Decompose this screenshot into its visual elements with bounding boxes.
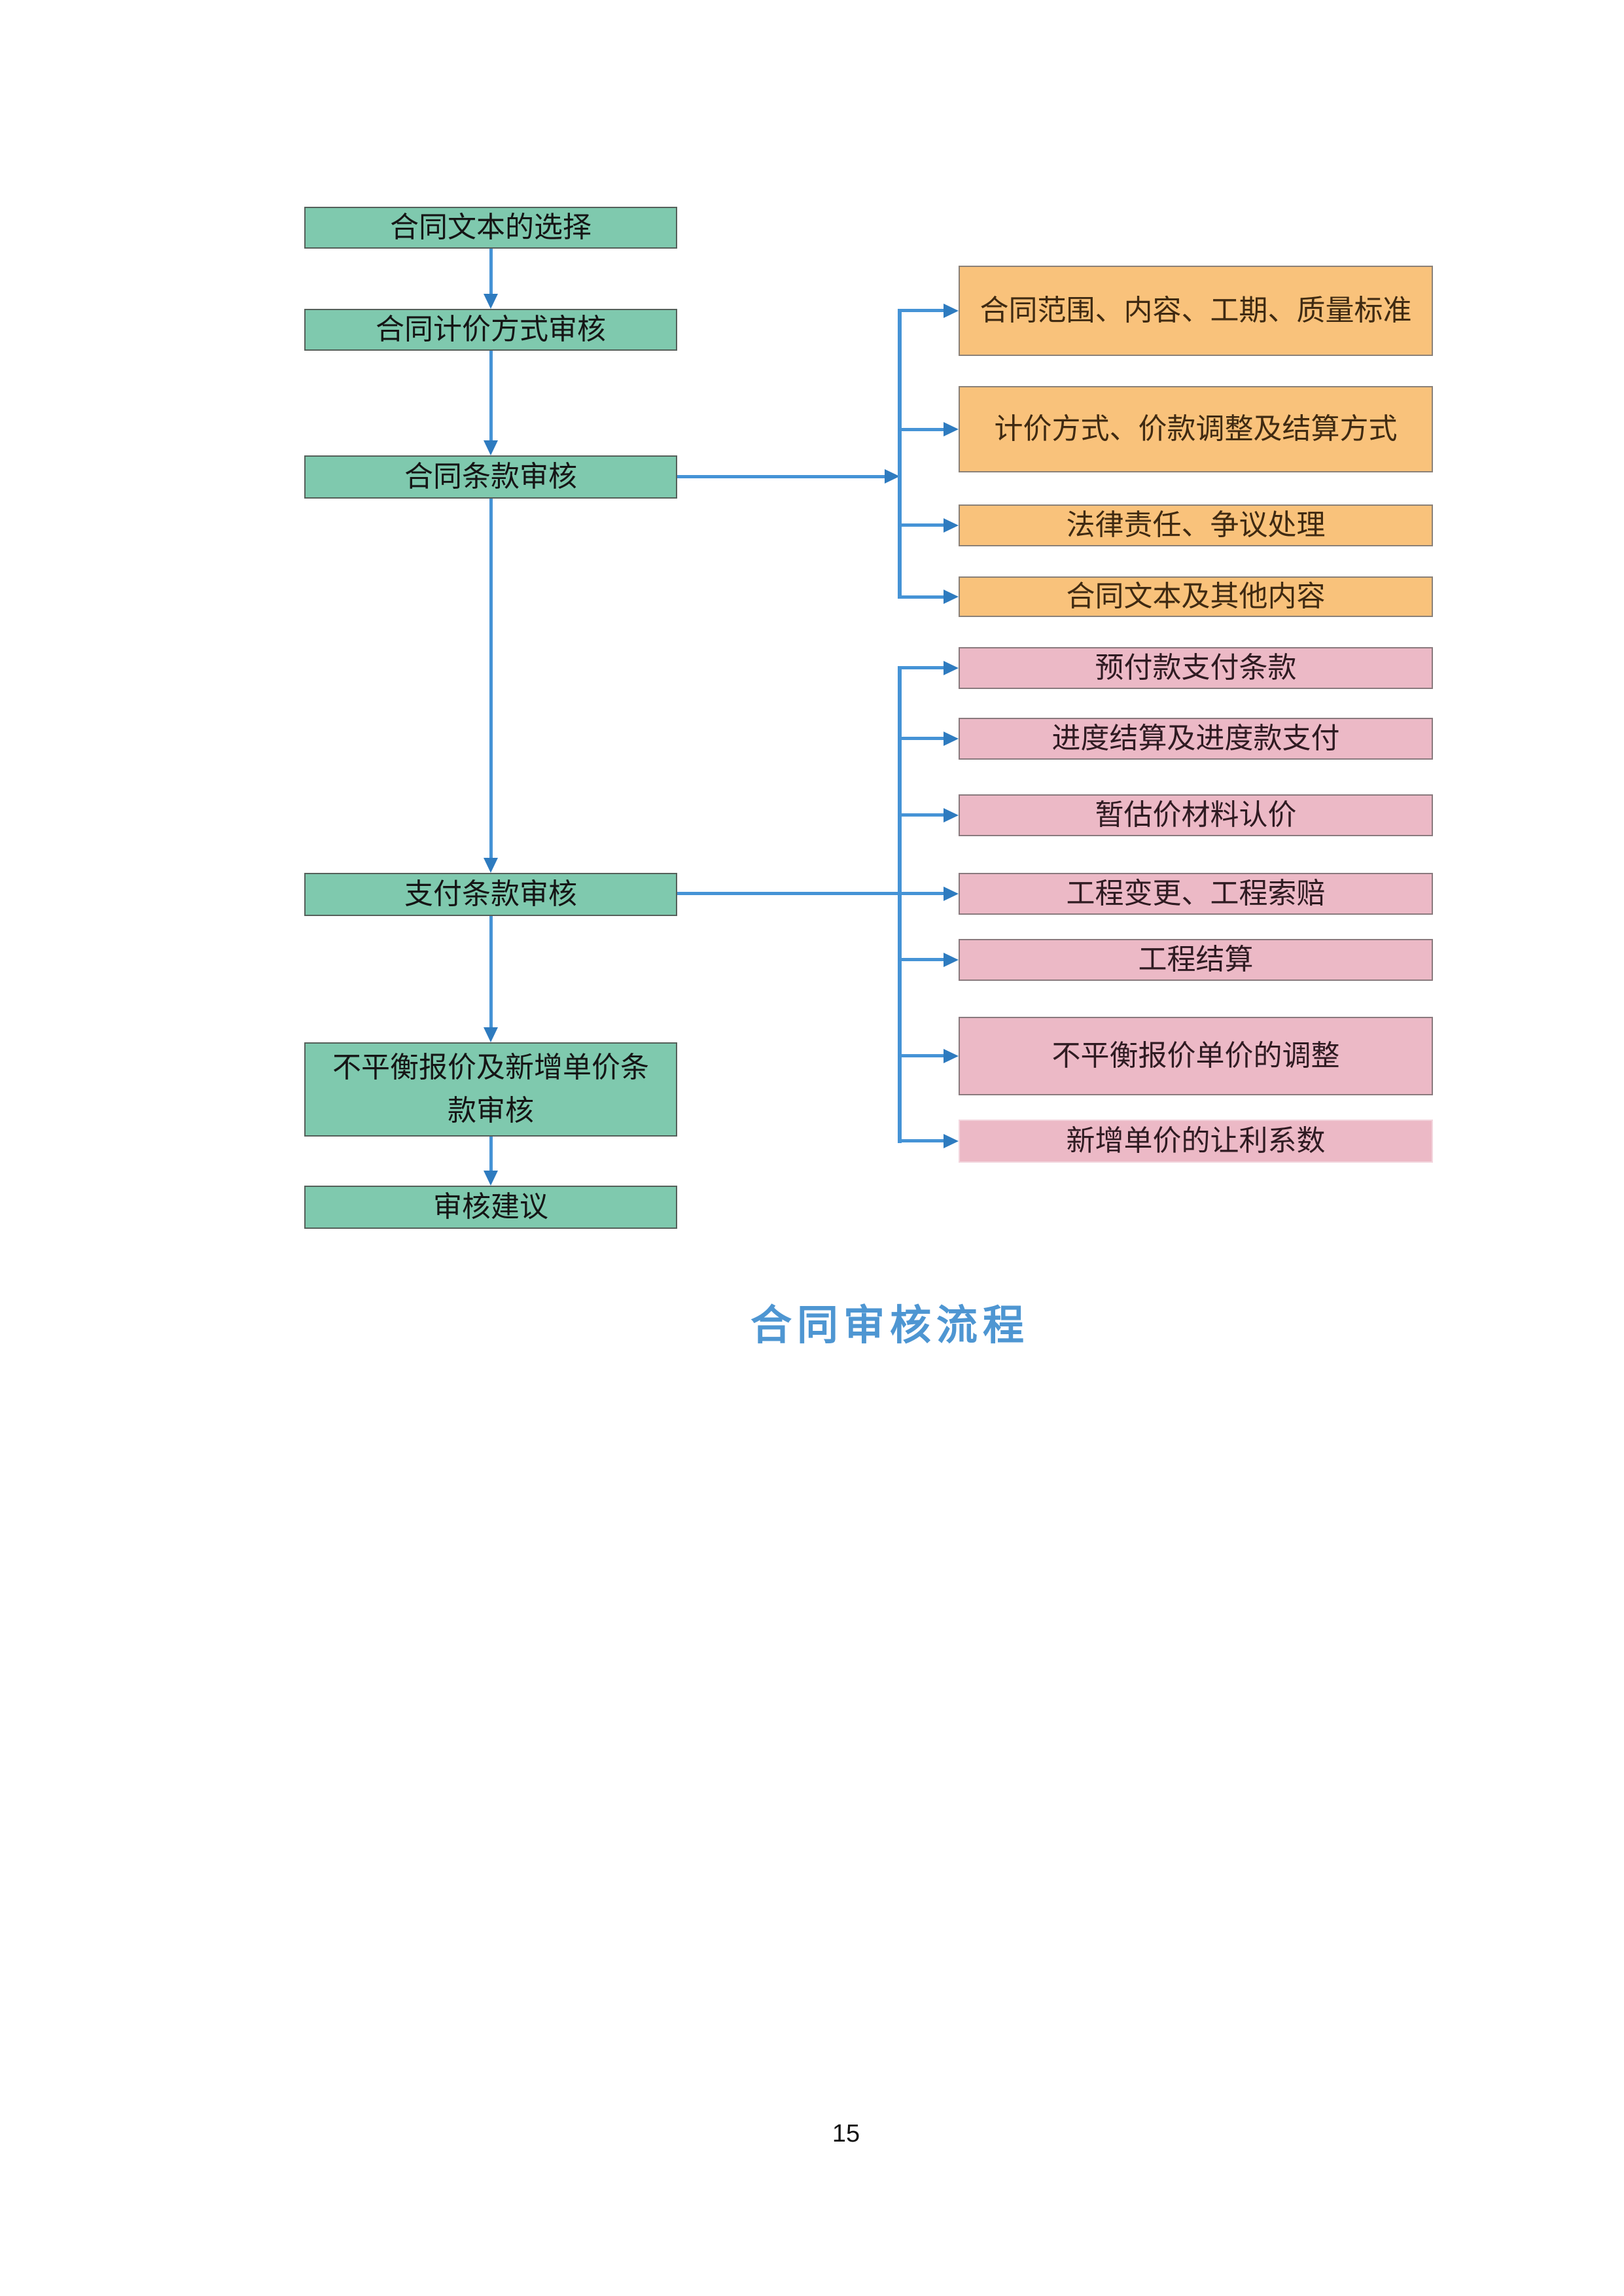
connector-line-down-5	[489, 1137, 493, 1172]
arrow-right-icon	[944, 732, 959, 746]
branch-line-payment-2	[902, 737, 945, 740]
branch-line-payment-3	[902, 813, 945, 817]
payment-item-provisional-material-pricing: 暂估价材料认价	[959, 794, 1433, 836]
arrow-right-icon	[944, 1134, 959, 1148]
branch-line-payment-5	[902, 958, 945, 961]
clause-item-label: 合同范围、内容、工期、质量标准	[980, 294, 1412, 327]
arrow-right-icon	[944, 661, 959, 675]
payment-item-change-claim: 工程变更、工程索赔	[959, 873, 1433, 915]
flow-step-label: 审核建议	[433, 1191, 548, 1223]
clause-item-scope-content-duration-quality: 合同范围、内容、工期、质量标准	[959, 266, 1433, 356]
flow-step-review-suggestion: 审核建议	[304, 1186, 677, 1229]
flow-step-label: 合同条款审核	[404, 461, 577, 493]
arrow-right-icon	[944, 808, 959, 822]
arrow-right-icon	[885, 469, 900, 484]
flowchart-title: 合同审核流程	[750, 1303, 1029, 1349]
clause-item-label: 合同文本及其他内容	[1066, 580, 1326, 612]
payment-item-new-unit-price-coefficient: 新增单价的让利系数	[959, 1120, 1433, 1163]
branch-line-payment-7	[902, 1139, 945, 1142]
arrow-down-icon	[484, 294, 498, 309]
arrow-down-icon	[484, 1027, 498, 1042]
payment-item-label: 暂估价材料认价	[1095, 799, 1297, 831]
branch-line-contract-1	[902, 309, 945, 312]
payment-item-label: 预付款支付条款	[1095, 652, 1297, 684]
flow-step-label: 合同计价方式审核	[376, 313, 606, 345]
branch-line-contract-4	[902, 595, 945, 599]
clause-item-pricing-adjust-settlement: 计价方式、价款调整及结算方式	[959, 386, 1433, 472]
feed-line-payment-clauses	[677, 892, 944, 895]
arrow-right-icon	[944, 953, 959, 967]
arrow-right-icon	[944, 304, 959, 318]
flow-step-unbalanced-bid-review: 不平衡报价及新增单价条款审核	[304, 1042, 677, 1137]
feed-line-contract-clauses	[677, 475, 887, 478]
arrow-right-icon	[944, 590, 959, 604]
arrow-right-icon	[944, 1049, 959, 1063]
payment-item-label: 工程结算	[1138, 944, 1254, 976]
page-number: 15	[832, 2120, 860, 2147]
connector-line-down-2	[489, 351, 493, 442]
connector-line-down-3	[489, 499, 493, 859]
trunk-line-contract-clauses	[898, 309, 902, 599]
payment-item-unbalanced-price-adjustment: 不平衡报价单价的调整	[959, 1017, 1433, 1095]
arrow-right-icon	[944, 422, 959, 436]
clause-item-legal-liability-dispute: 法律责任、争议处理	[959, 504, 1433, 546]
payment-item-label: 工程变更、工程索赔	[1066, 877, 1326, 910]
payment-item-label: 新增单价的让利系数	[1066, 1125, 1326, 1157]
payment-item-advance-payment-terms: 预付款支付条款	[959, 647, 1433, 689]
flow-step-label: 合同文本的选择	[390, 211, 591, 243]
clause-item-label: 法律责任、争议处理	[1066, 509, 1326, 541]
flow-step-contract-clause-review: 合同条款审核	[304, 455, 677, 499]
flow-step-payment-clause-review: 支付条款审核	[304, 873, 677, 916]
arrow-down-icon	[484, 858, 498, 873]
trunk-line-payment-clauses	[898, 666, 902, 1143]
payment-item-label: 不平衡报价单价的调整	[1051, 1040, 1340, 1072]
payment-item-progress-settlement: 进度结算及进度款支付	[959, 718, 1433, 760]
branch-line-payment-6	[902, 1054, 945, 1057]
arrow-down-icon	[484, 1171, 498, 1186]
branch-line-contract-2	[902, 428, 945, 431]
clause-item-label: 计价方式、价款调整及结算方式	[994, 413, 1398, 445]
flow-step-pricing-method-review: 合同计价方式审核	[304, 309, 677, 351]
branch-line-contract-3	[902, 523, 945, 527]
connector-line-down-4	[489, 916, 493, 1029]
flow-step-label: 支付条款审核	[404, 878, 577, 910]
payment-item-label: 进度结算及进度款支付	[1051, 722, 1340, 754]
arrow-down-icon	[484, 440, 498, 455]
arrow-right-icon	[944, 518, 959, 533]
branch-line-payment-1	[902, 666, 945, 669]
payment-item-project-settlement: 工程结算	[959, 939, 1433, 981]
connector-line-down-1	[489, 249, 493, 295]
arrow-right-icon	[944, 887, 959, 901]
flow-step-label: 不平衡报价及新增单价条款审核	[332, 1051, 649, 1127]
clause-item-contract-text-other: 合同文本及其他内容	[959, 576, 1433, 617]
flow-step-contract-text-selection: 合同文本的选择	[304, 207, 677, 249]
